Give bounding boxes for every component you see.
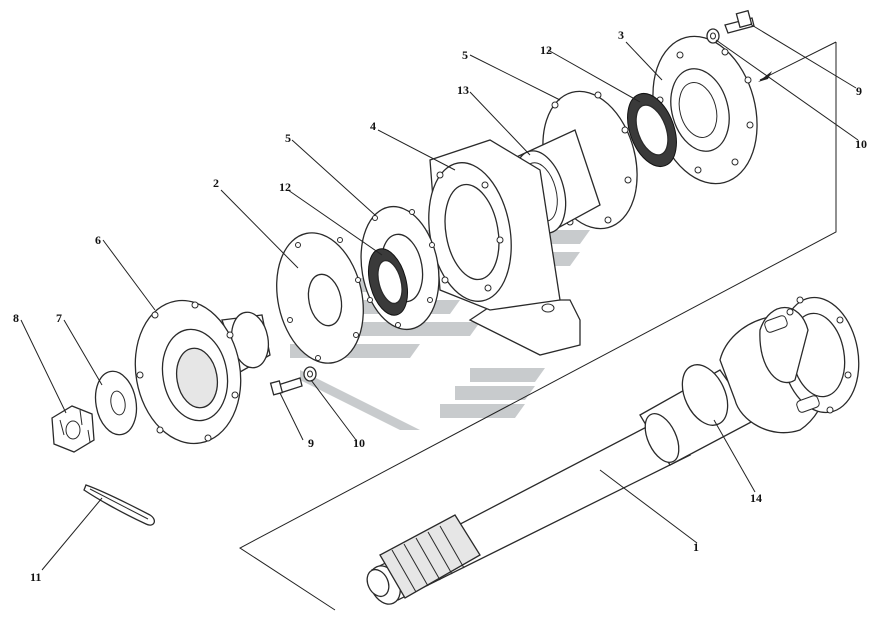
assembly-frame-lines [239,41,837,611]
callout-5-lower: 5 [285,131,291,145]
callout-12-lower: 12 [279,180,291,194]
part-2-flange-disk [276,232,364,364]
callout-11: 11 [30,570,41,584]
callout-14: 14 [750,491,762,505]
callout-10-upper: 10 [855,137,867,151]
callout-2: 2 [213,176,219,190]
callout-labels: 1 2 3 4 5 5 6 7 8 9 9 10 10 11 12 12 13 … [13,28,867,584]
callout-9-lower: 9 [308,436,314,450]
part-14-universal-joint [639,296,860,466]
callout-5-upper: 5 [462,48,468,62]
part-4-pillow-block [428,139,581,356]
part-10-washer-lower [303,366,317,382]
part-9-bolt-upper [724,9,755,34]
arrow-head [758,71,772,82]
part-10-washer-upper [706,28,720,44]
callout-12-upper: 12 [540,43,552,57]
leader-lines [20,23,859,571]
callout-8: 8 [13,311,19,325]
part-3-flange-cover [652,35,758,185]
callout-7: 7 [56,311,62,325]
part-11-cotter-pin [83,484,155,526]
callout-9-upper: 9 [856,84,862,98]
part-7-washer [94,370,138,436]
callout-6: 6 [95,233,101,247]
part-9-bolt-lower [269,377,303,396]
part-8-castle-nut [51,405,95,453]
part-6-flange-hub [134,299,271,445]
part-12-seal-upper [627,93,677,167]
callout-1: 1 [693,540,699,554]
part-12-seal-lower [368,248,408,316]
callout-13: 13 [457,83,469,97]
callout-4: 4 [370,119,376,133]
callout-10-lower: 10 [353,436,365,450]
callout-3: 3 [618,28,624,42]
part-1-splined-shaft [366,419,692,605]
